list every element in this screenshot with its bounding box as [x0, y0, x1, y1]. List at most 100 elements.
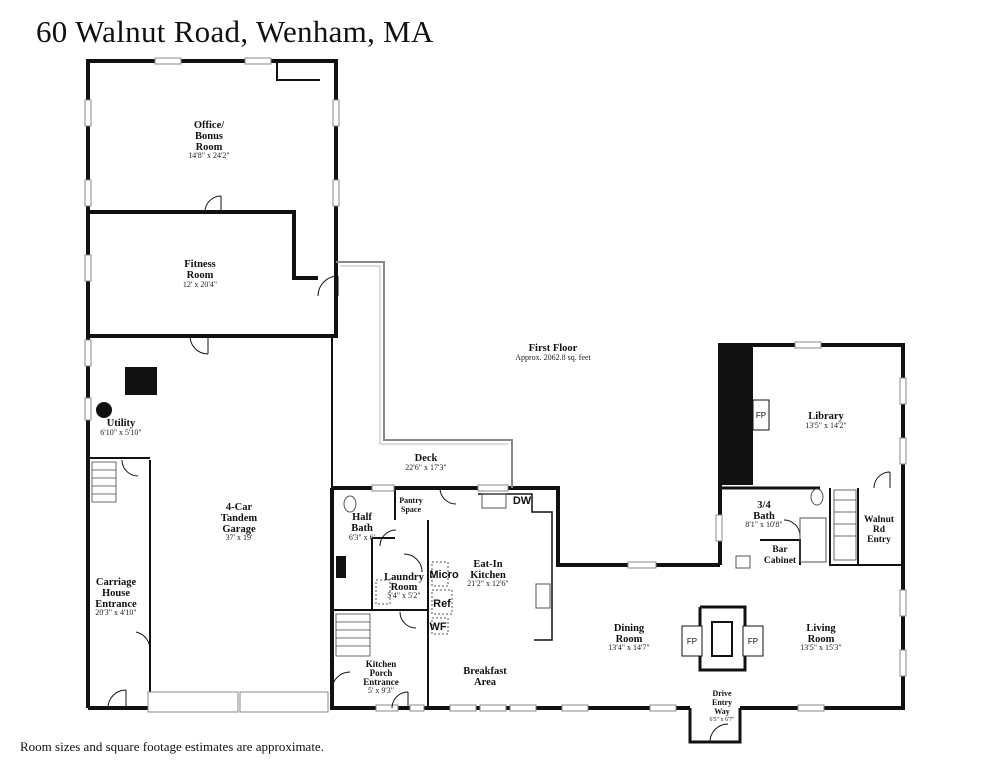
svg-text:6'10" x 5'10": 6'10" x 5'10"	[100, 428, 141, 437]
room-carriage: Carriage House Entrance 20'3" x 4'10"	[95, 577, 137, 617]
fixtures	[343, 488, 827, 635]
doors	[107, 195, 891, 743]
svg-text:Kitchen: Kitchen	[470, 570, 506, 581]
svg-text:Library: Library	[808, 411, 844, 422]
fitness-room-wall	[88, 210, 318, 280]
room-three-quarter-bath: 3/4 Bath 8'1" x 10'8"	[745, 500, 782, 529]
floor-area: Approx. 2062.8 sq. feet	[515, 353, 591, 362]
svg-text:5' x 9'3": 5' x 9'3"	[368, 686, 394, 695]
svg-text:Room: Room	[196, 142, 223, 153]
room-deck: Deck 22'6" x 17'3"	[405, 453, 446, 472]
svg-text:Garage: Garage	[222, 524, 256, 535]
drive-entry-wall	[688, 708, 742, 744]
svg-text:5'4" x 5'2": 5'4" x 5'2"	[387, 591, 420, 600]
svg-text:21'2" x 12'6": 21'2" x 12'6"	[467, 579, 508, 588]
room-kitchen-porch: Kitchen Porch Entrance 5' x 9'3"	[363, 659, 399, 695]
svg-text:Fitness: Fitness	[184, 259, 216, 270]
dining-fp-mark: FP	[687, 637, 697, 646]
room-pantry: Pantry Space	[399, 496, 423, 514]
svg-text:13'4" x 14'7": 13'4" x 14'7"	[608, 643, 649, 652]
refrigerator-mark: Ref	[433, 598, 451, 610]
svg-text:Walnut: Walnut	[864, 515, 895, 525]
room-drive-entry: Drive Entry Way 6'5" x 6'7"	[709, 689, 735, 723]
dining-fireplace	[681, 625, 703, 657]
svg-text:Area: Area	[474, 677, 497, 688]
svg-text:8'1" x 10'8": 8'1" x 10'8"	[745, 520, 782, 529]
laundry-fixture	[336, 556, 346, 578]
svg-text:Bar: Bar	[772, 545, 788, 555]
room-breakfast: Breakfast Area	[463, 666, 507, 688]
svg-text:Living: Living	[806, 623, 836, 634]
deck-outline	[336, 261, 513, 488]
svg-text:Space: Space	[401, 505, 421, 514]
svg-text:Office/: Office/	[194, 120, 225, 131]
deck-outline-inner	[340, 265, 508, 445]
living-fireplace	[742, 625, 764, 657]
utility-equipment	[125, 367, 157, 395]
dishwasher-mark: DW	[513, 495, 532, 507]
svg-text:House: House	[102, 588, 130, 599]
svg-text:Entrance: Entrance	[95, 599, 137, 610]
living-fp-mark: FP	[748, 637, 758, 646]
svg-text:13'5" x 15'3": 13'5" x 15'3"	[800, 643, 841, 652]
entry-wall	[829, 488, 859, 566]
stairs	[91, 461, 857, 657]
kitchen-counter	[478, 493, 553, 641]
svg-text:22'6" x 17'3": 22'6" x 17'3"	[405, 463, 446, 472]
svg-text:37' x 19': 37' x 19'	[226, 533, 253, 542]
svg-text:Entry: Entry	[867, 535, 891, 545]
svg-text:Bonus: Bonus	[195, 131, 223, 142]
floor-name: First Floor	[529, 343, 578, 354]
chimney-flue	[711, 621, 733, 657]
svg-text:Entry: Entry	[712, 698, 732, 707]
central-chimney	[698, 605, 747, 672]
room-living: Living Room 13'5" x 15'3"	[800, 623, 841, 652]
wine-fridge-mark: WF	[429, 621, 446, 633]
room-fitness: Fitness Room 12' x 20'4"	[183, 259, 217, 289]
library-fireplace	[752, 399, 770, 431]
svg-text:Room: Room	[187, 270, 214, 281]
svg-text:Way: Way	[714, 707, 730, 716]
stair-wall	[332, 608, 373, 611]
svg-text:Bath: Bath	[753, 511, 775, 522]
walls	[86, 59, 905, 744]
svg-text:13'5" x 14'2": 13'5" x 14'2"	[805, 421, 846, 430]
library-fireplace-mass	[720, 345, 753, 485]
svg-text:Laundry: Laundry	[384, 572, 424, 583]
room-garage: 4-Car Tandem Garage 37' x 19'	[221, 502, 258, 542]
svg-text:Tandem: Tandem	[221, 513, 258, 524]
svg-text:Drive: Drive	[712, 689, 732, 698]
svg-text:14'8" x 24'2": 14'8" x 24'2"	[188, 151, 229, 160]
svg-text:Eat-In: Eat-In	[473, 559, 502, 570]
plan-footnote: Room sizes and square footage estimates …	[20, 739, 324, 754]
svg-text:Dining: Dining	[614, 623, 645, 634]
svg-text:Deck: Deck	[415, 453, 438, 464]
svg-text:Half: Half	[352, 512, 372, 523]
svg-text:Carriage: Carriage	[96, 577, 137, 588]
plan-title: 60 Walnut Road, Wenham, MA	[36, 14, 434, 49]
library-fp-mark: FP	[756, 411, 766, 420]
room-kitchen: Eat-In Kitchen 21'2" x 12'6"	[467, 559, 508, 588]
svg-text:Pantry: Pantry	[399, 496, 423, 505]
office-closet-wall	[276, 63, 320, 81]
svg-text:Bath: Bath	[351, 523, 373, 534]
room-bar-cabinet: Bar Cabinet	[764, 545, 797, 566]
room-dining: Dining Room 13'4" x 14'7"	[608, 623, 649, 652]
svg-text:Room: Room	[808, 634, 835, 645]
svg-text:6'3" x 6': 6'3" x 6'	[349, 533, 376, 542]
room-half-bath: Half Bath 6'3" x 6'	[349, 512, 376, 542]
svg-text:6'5" x 6'7": 6'5" x 6'7"	[709, 717, 735, 723]
svg-text:Cabinet: Cabinet	[764, 556, 797, 566]
room-library: Library 13'5" x 14'2"	[805, 411, 846, 430]
svg-text:Entrance: Entrance	[363, 677, 399, 687]
windows	[84, 57, 907, 713]
room-office: Office/ Bonus Room 14'8" x 24'2"	[188, 120, 229, 160]
svg-text:Kitchen: Kitchen	[366, 659, 397, 669]
svg-text:4-Car: 4-Car	[226, 502, 253, 513]
svg-text:20'3" x 4'10": 20'3" x 4'10"	[95, 608, 136, 617]
svg-text:Rd: Rd	[873, 525, 886, 535]
water-heater	[96, 402, 112, 418]
svg-text:Room: Room	[616, 634, 643, 645]
room-walnut-entry: Walnut Rd Entry	[864, 515, 895, 545]
